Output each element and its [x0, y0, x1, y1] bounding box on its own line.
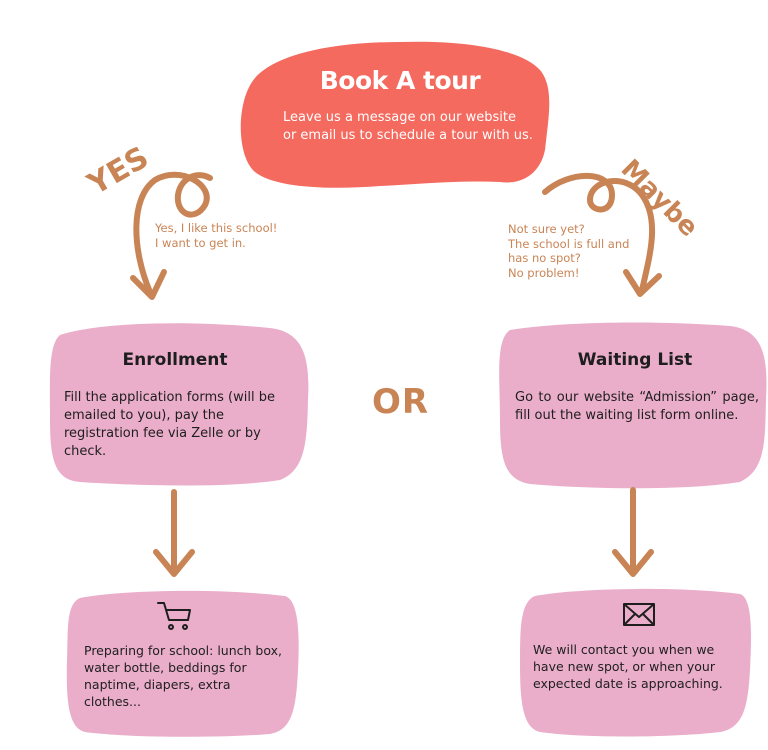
- enrollment-down-arrow-head: [153, 549, 195, 577]
- waiting-list-text: Go to our website “Admission” page, fill…: [515, 390, 759, 423]
- contact-blob: [520, 588, 751, 737]
- maybe-note: Not sure yet? The school is full and has…: [508, 222, 630, 280]
- maybe-arrow: [542, 172, 656, 293]
- envelope-icon: [623, 603, 655, 626]
- book-tour-description: Leave us a message on our website or ema…: [283, 110, 533, 143]
- enrollment-blob: [49, 323, 309, 486]
- waiting-list-blob: [499, 322, 767, 489]
- waiting-list-title: Waiting List: [577, 350, 693, 370]
- shopping-cart-icon: [157, 602, 191, 630]
- contact-text: We will contact you when we have new spo…: [533, 642, 723, 691]
- preparing-blob: [66, 590, 299, 737]
- or-separator: OR: [372, 382, 430, 422]
- preparing-text: Preparing for school: lunch box, water b…: [84, 643, 282, 709]
- enrollment-text: Fill the application forms (will be emai…: [64, 390, 275, 459]
- yes-arrow: [133, 171, 213, 295]
- book-tour-title: Book A tour: [319, 66, 481, 95]
- yes-arrow-head: [130, 269, 167, 300]
- book-tour-blob: [240, 41, 550, 188]
- yes-note: Yes, I like this school! I want to get i…: [155, 221, 278, 250]
- maybe-arrow-head: [623, 269, 662, 297]
- enrollment-title: Enrollment: [122, 350, 228, 370]
- waiting-down-arrow-head: [612, 549, 654, 577]
